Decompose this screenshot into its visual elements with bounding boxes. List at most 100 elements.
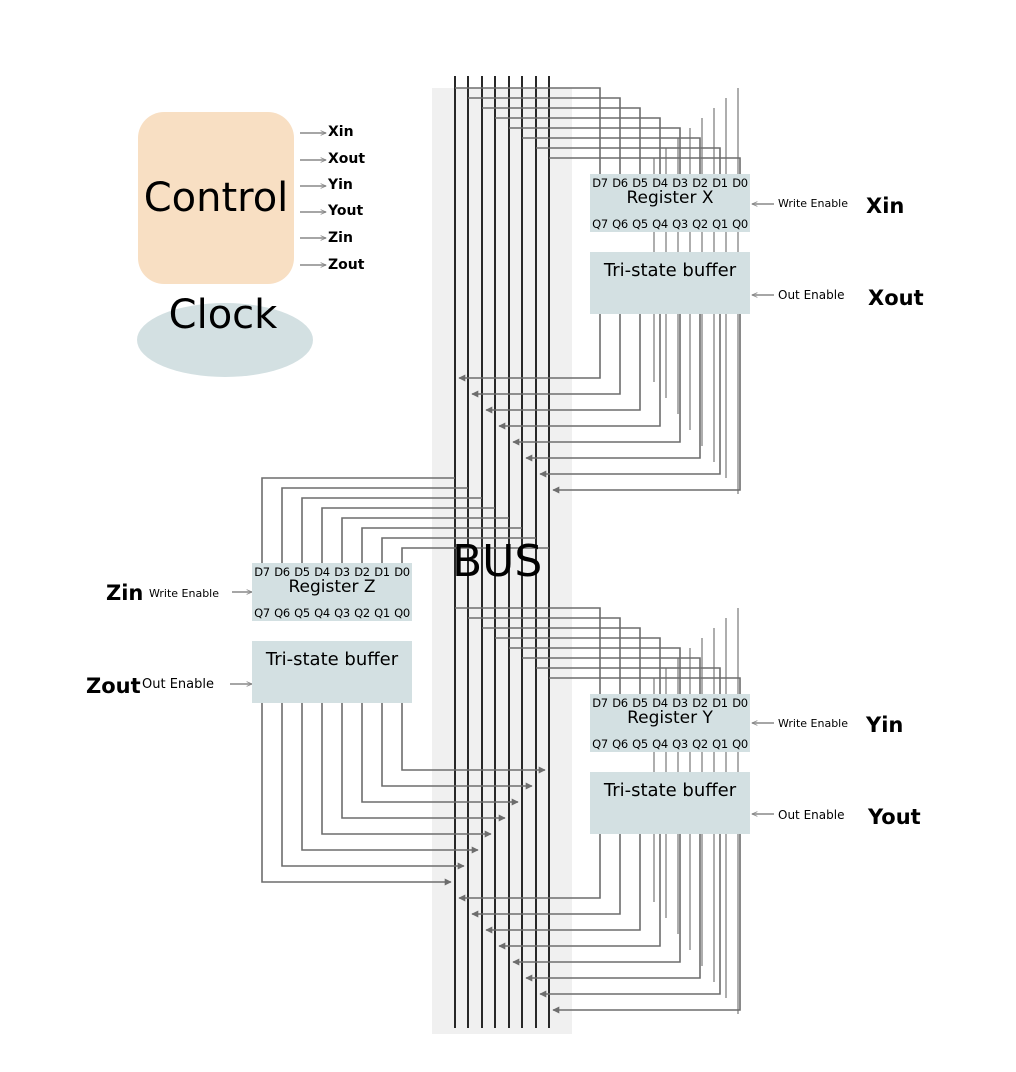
wire-z-d2	[361, 527, 522, 563]
pin-d3: D3	[334, 565, 350, 579]
wire-z-d6	[281, 487, 468, 563]
wire-x-q7	[458, 299, 601, 382]
pin-d4: D4	[314, 565, 330, 579]
register-y-inputs: D7 D6 D5 D4 D3 D2 D1 D0	[590, 696, 750, 710]
pin-q2: Q2	[692, 737, 708, 751]
wire-y-q6	[471, 819, 621, 918]
control-signal-yin: Yin	[328, 177, 353, 193]
pin-q2: Q2	[692, 217, 708, 231]
control-signal-yout: Yout	[328, 203, 364, 219]
wire-y-q0	[552, 819, 741, 1014]
register-z-write-signal: Zin	[106, 581, 144, 605]
wire-x-d5	[482, 107, 641, 174]
wire-z-q7	[261, 688, 452, 886]
wire-y-d1	[536, 667, 721, 694]
pin-q1: Q1	[374, 606, 390, 620]
register-z: D7 D6 D5 D4 D3 D2 D1 D0 Register Z Q7 Q6…	[252, 563, 412, 621]
wire-z-d0	[401, 547, 549, 563]
wire-x-q4	[498, 299, 661, 430]
wire-y-d5	[482, 627, 641, 694]
pin-q3: Q3	[334, 606, 350, 620]
pin-d5: D5	[632, 176, 648, 190]
wire-x-q3	[512, 299, 681, 446]
wire-x-d0	[549, 157, 741, 174]
control-signal-zin: Zin	[328, 230, 353, 246]
pin-q6: Q6	[274, 606, 290, 620]
wire-x-d1	[536, 147, 721, 174]
wire-x-d4	[495, 117, 661, 174]
wire-z-q4	[321, 688, 492, 838]
pin-q5: Q5	[294, 606, 310, 620]
wire-y-q3	[512, 819, 681, 966]
pin-d5: D5	[294, 565, 310, 579]
pin-q3: Q3	[672, 217, 688, 231]
wire-x-q2	[525, 299, 701, 462]
pin-d2: D2	[692, 176, 708, 190]
register-z-out-signal: Zout	[86, 674, 141, 698]
pin-d2: D2	[692, 696, 708, 710]
pin-q7: Q7	[592, 737, 608, 751]
pin-q4: Q4	[652, 737, 668, 751]
wire-z-q2	[361, 688, 519, 806]
pin-q1: Q1	[712, 737, 728, 751]
register-z-outputs: Q7 Q6 Q5 Q4 Q3 Q2 Q1 Q0	[252, 606, 412, 620]
tri-state-buffer-z: Tri-state buffer	[252, 641, 412, 703]
pin-q4: Q4	[652, 217, 668, 231]
pin-d1: D1	[374, 565, 390, 579]
tri-state-buffer-z-name: Tri-state buffer	[265, 649, 399, 670]
register-z-inputs: D7 D6 D5 D4 D3 D2 D1 D0	[252, 565, 412, 579]
pin-d6: D6	[612, 176, 628, 190]
pin-d0: D0	[732, 176, 748, 190]
pin-d3: D3	[672, 176, 688, 190]
pin-d4: D4	[652, 176, 668, 190]
bus-label: BUS	[452, 536, 543, 587]
pin-d2: D2	[354, 565, 370, 579]
register-z-out-enable-label: Out Enable	[142, 677, 214, 692]
wire-x-q6	[471, 299, 621, 398]
wire-z-q6	[281, 688, 465, 870]
pin-d4: D4	[652, 696, 668, 710]
tri-state-buffer-y: Tri-state buffer	[590, 772, 750, 834]
wire-z-q0	[401, 688, 546, 774]
pin-d7: D7	[254, 565, 270, 579]
register-x: D7 D6 D5 D4 D3 D2 D1 D0 Register X Q7 Q6…	[590, 174, 750, 232]
pin-q5: Q5	[632, 217, 648, 231]
pin-d3: D3	[672, 696, 688, 710]
wire-z-d5	[301, 497, 482, 563]
pin-q4: Q4	[314, 606, 330, 620]
wire-z-q3	[341, 688, 506, 822]
pin-d7: D7	[592, 696, 608, 710]
register-x-write-enable-label: Write Enable	[778, 197, 849, 210]
register-y-write-signal: Yin	[866, 713, 904, 737]
wire-y-q7	[458, 819, 601, 902]
wire-x-q5	[485, 299, 641, 414]
pin-q0: Q0	[394, 606, 410, 620]
wire-x-d2	[522, 137, 701, 174]
pin-q6: Q6	[612, 217, 628, 231]
pin-q6: Q6	[612, 737, 628, 751]
pin-d1: D1	[712, 176, 728, 190]
pin-q2: Q2	[354, 606, 370, 620]
register-y-write-enable-label: Write Enable	[778, 717, 849, 730]
control-unit: Control	[138, 112, 294, 284]
pin-q0: Q0	[732, 217, 748, 231]
tri-state-buffer-y-name: Tri-state buffer	[603, 780, 737, 801]
pin-d0: D0	[394, 565, 410, 579]
pin-q7: Q7	[592, 217, 608, 231]
pin-q7: Q7	[254, 606, 270, 620]
register-y-out-enable-label: Out Enable	[778, 808, 845, 822]
pin-d7: D7	[592, 176, 608, 190]
control-signal-zout: Zout	[328, 257, 365, 273]
wire-y-q4	[498, 819, 661, 950]
tri-state-buffer-x: Tri-state buffer	[590, 252, 750, 314]
register-x-name: Register X	[626, 188, 714, 208]
pin-d1: D1	[712, 696, 728, 710]
register-x-inputs: D7 D6 D5 D4 D3 D2 D1 D0	[590, 176, 750, 190]
wire-y-d0	[549, 677, 741, 694]
wire-y-q5	[485, 819, 641, 934]
register-z-name: Register Z	[288, 577, 376, 597]
pin-d0: D0	[732, 696, 748, 710]
pin-q1: Q1	[712, 217, 728, 231]
wire-z-d7	[261, 477, 455, 563]
